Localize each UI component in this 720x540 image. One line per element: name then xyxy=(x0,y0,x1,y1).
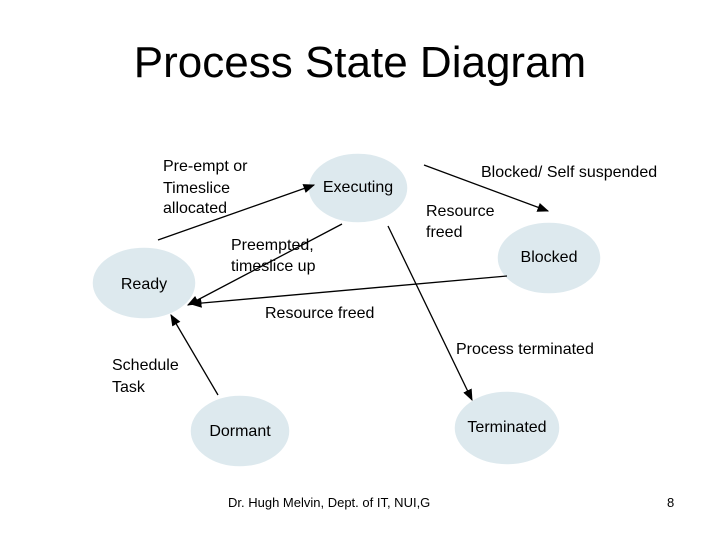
state-dormant-node xyxy=(189,394,291,468)
state-ready-label: Ready xyxy=(120,276,168,293)
preempt-label-line3: allocated xyxy=(163,200,228,217)
process-terminated-label: Process terminated xyxy=(456,341,594,358)
arrow-ready-to-executing xyxy=(157,184,316,241)
preempted-label-line1: Preempted, xyxy=(231,237,314,254)
slide-title: Process State Diagram xyxy=(133,38,587,87)
footer-author: Dr. Hugh Melvin, Dept. of IT, NUI,G xyxy=(228,495,431,510)
state-dormant-label: Dormant xyxy=(209,423,271,440)
arrow-executing-to-blocked xyxy=(423,164,550,212)
resource-freed-label-line2: freed xyxy=(426,224,463,241)
resource-freed-label-line1: Resource xyxy=(426,203,495,220)
arrow-blocked-to-ready xyxy=(189,275,508,308)
arrow-executing-to-ready xyxy=(186,223,343,306)
page-number: 8 xyxy=(667,495,675,510)
arrow-dormant-to-ready xyxy=(170,313,219,396)
resource-freed-ready-label: Resource freed xyxy=(265,305,375,322)
state-terminated-label: Terminated xyxy=(467,419,547,436)
state-blocked-node xyxy=(496,221,602,295)
state-blocked-label: Blocked xyxy=(520,249,578,266)
preempted-label-line2: timeslice up xyxy=(231,258,316,275)
state-terminated-node xyxy=(453,390,561,466)
schedule-task-label-line2: Task xyxy=(112,379,145,396)
state-ready-node xyxy=(91,246,197,320)
blocked-self-suspended-label: Blocked/ Self suspended xyxy=(481,164,658,181)
arrow-executing-to-terminated xyxy=(387,225,473,402)
preempt-label-line1: Pre-empt or xyxy=(163,158,248,175)
state-executing-label: Executing xyxy=(322,179,394,196)
preempt-label-line2: Timeslice xyxy=(163,180,230,197)
schedule-task-label-line1: Schedule xyxy=(112,357,179,374)
